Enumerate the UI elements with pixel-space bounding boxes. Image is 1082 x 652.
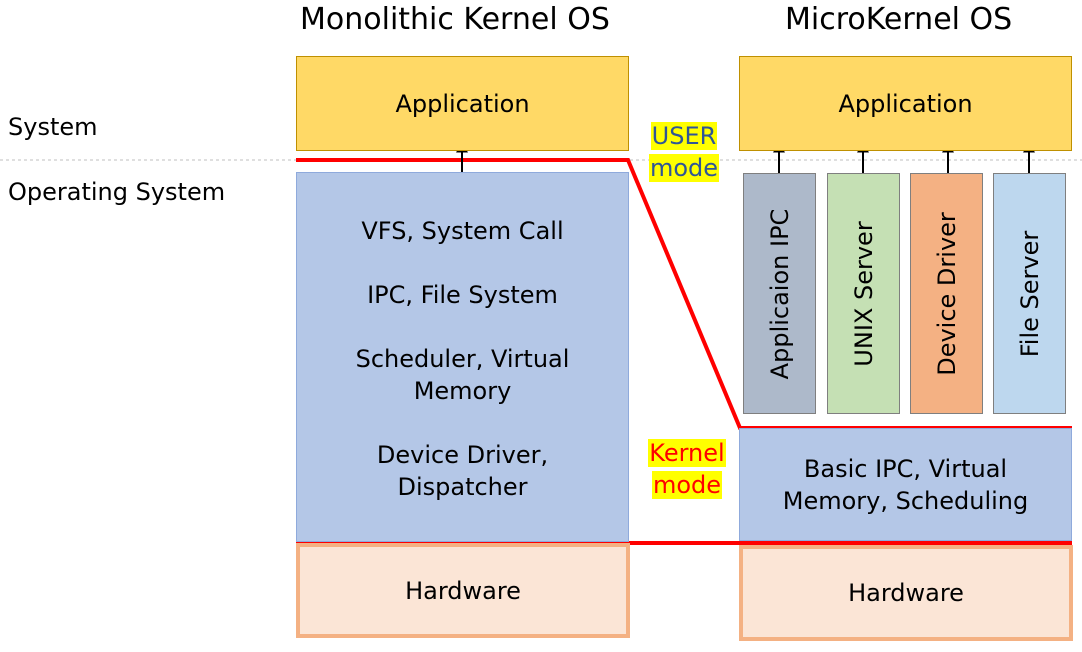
micro-server-label: Device Driver (932, 211, 961, 376)
micro-application-label: Application (838, 89, 973, 118)
user-mode-line-2: mode (648, 154, 720, 182)
monolithic-kernel-item: VFS, System Call (361, 215, 563, 247)
micro-server-box: UNIX Server (827, 173, 900, 414)
micro-server-box: File Server (993, 173, 1066, 414)
monolithic-application-box: Application (296, 56, 629, 151)
system-label: System (8, 113, 98, 141)
micro-server-label: UNIX Server (849, 220, 878, 367)
monolithic-kernel-item-line: Device Driver, (376, 441, 549, 469)
micro-kernel-line: Basic IPC, Virtual (803, 454, 1008, 483)
kernel-mode-line-1: Kernel (648, 439, 726, 467)
monolithic-kernel-item-line: VFS, System Call (361, 217, 564, 245)
monolithic-kernel-item: Device Driver, Dispatcher (377, 439, 548, 503)
monolithic-kernel-item-line: Dispatcher (397, 473, 528, 501)
monolithic-kernel-item: IPC, File System (367, 279, 558, 311)
user-mode-line-1: USER (650, 122, 718, 150)
monolithic-kernel-item-line: Memory (413, 377, 512, 405)
micro-kernel-line: Memory, Scheduling (782, 486, 1029, 515)
monolithic-hardware-label: Hardware (405, 576, 521, 605)
micro-server-box: Device Driver (910, 173, 983, 414)
kernel-mode-line-2: mode (651, 471, 723, 499)
monolithic-title: Monolithic Kernel OS (300, 2, 610, 37)
micro-application-box: Application (739, 56, 1072, 151)
monolithic-kernel-item-line: IPC, File System (367, 281, 558, 309)
monolithic-application-label: Application (395, 89, 530, 118)
user-mode-label: USER mode (646, 120, 722, 184)
micro-hardware-box: Hardware (739, 545, 1073, 641)
monolithic-kernel-item-line: Scheduler, Virtual (355, 345, 570, 373)
operating-system-label: Operating System (8, 178, 226, 206)
microkernel-title: MicroKernel OS (785, 2, 1013, 37)
kernel-mode-label: Kernel mode (644, 437, 730, 501)
micro-server-box: Applicaion IPC (743, 173, 816, 414)
micro-server-label: Applicaion IPC (765, 208, 794, 379)
micro-hardware-label: Hardware (848, 579, 964, 607)
monolithic-hardware-box: Hardware (296, 543, 630, 638)
micro-server-label: File Server (1015, 230, 1044, 357)
